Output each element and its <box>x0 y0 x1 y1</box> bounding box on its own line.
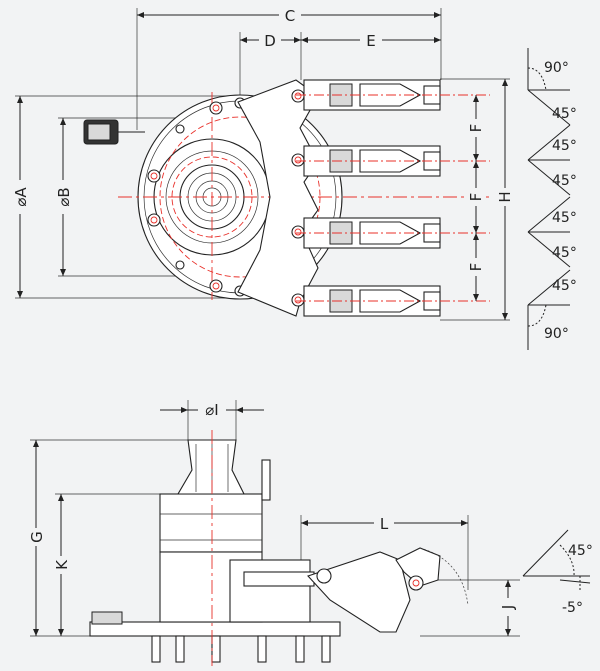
dim-D: D <box>264 32 276 50</box>
angle-bottom-90: 90° <box>544 326 569 342</box>
dim-L: L <box>380 515 389 533</box>
dim-diameter-B: ⌀B <box>55 187 73 206</box>
angle-45-1: 45° <box>552 106 577 122</box>
dim-E: E <box>366 32 375 50</box>
dim-C: C <box>285 7 295 25</box>
dim-diameter-I: ⌀I <box>205 401 218 419</box>
angle-side-45: 45° <box>568 543 593 559</box>
dim-J: J <box>499 605 517 610</box>
angle-indicators: 90° 45° 45° 45° 45° 45° 45° 90° <box>527 48 577 350</box>
dim-K: K <box>53 559 71 570</box>
side-lever <box>261 459 271 501</box>
angle-45-4: 45° <box>552 210 577 226</box>
dim-G: G <box>28 531 46 543</box>
angle-45-3: 45° <box>552 173 577 189</box>
dim-F-1: F <box>467 124 485 133</box>
side-angle-indicator: 45° -5° <box>522 529 593 616</box>
angle-45-2: 45° <box>552 138 577 154</box>
dim-F-2: F <box>467 193 485 202</box>
side-view: ⌀I G K L J <box>27 400 520 666</box>
gripper-jaws <box>296 79 490 317</box>
angle-45-6: 45° <box>552 278 577 294</box>
dim-F-3: F <box>467 263 485 272</box>
upper-body <box>159 493 263 553</box>
angle-45-5: 45° <box>552 245 577 261</box>
gripper-arm-side <box>229 547 469 633</box>
sensor-connector <box>83 119 145 145</box>
angle-side-minus5: -5° <box>562 600 583 616</box>
top-cone <box>177 439 245 495</box>
base-plate <box>89 621 341 637</box>
top-view: C D E ⌀A ⌀B F F F H <box>11 6 514 321</box>
base-studs <box>151 635 331 663</box>
dim-H: H <box>496 191 514 202</box>
dim-diameter-A: ⌀A <box>12 187 30 207</box>
angle-top-90: 90° <box>544 60 569 76</box>
